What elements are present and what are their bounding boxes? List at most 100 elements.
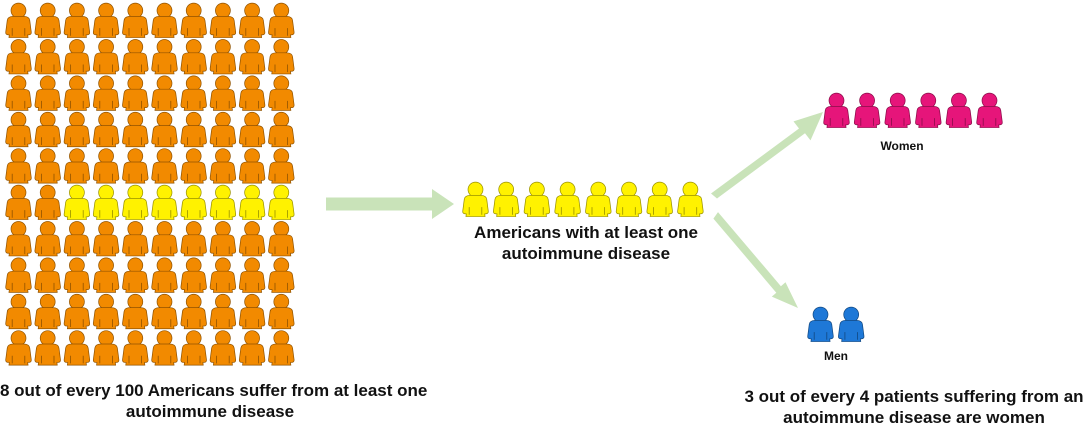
person-icon: [92, 111, 120, 148]
person-icon-affected: [677, 181, 704, 218]
person-icon: [34, 148, 61, 184]
man-icon: [837, 306, 865, 343]
person-icon: [92, 330, 120, 366]
person-icon: [5, 184, 32, 221]
woman-icon: [915, 92, 942, 129]
person-icon-affected: [151, 184, 178, 221]
person-icon: [5, 75, 32, 111]
person-icon: [63, 257, 91, 293]
person-icon: [63, 221, 91, 257]
person-icon: [238, 293, 266, 330]
person-icon: [180, 257, 207, 293]
person-icon: [5, 293, 32, 330]
person-icon: [122, 75, 149, 111]
person-icon: [238, 39, 266, 75]
woman-icon: [853, 92, 881, 129]
person-icon: [92, 221, 120, 257]
person-icon-affected: [238, 184, 266, 221]
person-icon: [238, 111, 266, 148]
person-icon: [151, 221, 178, 257]
person-icon: [209, 293, 237, 330]
person-icon-affected: [554, 181, 581, 218]
person-icon: [268, 221, 295, 257]
person-icon: [92, 39, 120, 75]
person-icon: [209, 2, 237, 39]
person-icon: [268, 2, 295, 39]
person-icon: [268, 148, 295, 184]
person-icon: [238, 75, 266, 111]
person-icon: [63, 330, 91, 366]
person-icon: [180, 330, 207, 366]
person-icon: [151, 293, 178, 330]
arrow-to-men: [713, 212, 798, 308]
person-icon: [238, 257, 266, 293]
woman-icon: [976, 92, 1003, 129]
person-icon: [34, 111, 61, 148]
affected-caption-line-1: Americans with at least one: [474, 223, 698, 242]
person-icon-affected: [585, 181, 612, 218]
man-icon: [807, 306, 834, 343]
person-icon: [209, 221, 237, 257]
woman-icon: [945, 92, 973, 129]
person-icon: [34, 257, 61, 293]
person-icon-affected: [462, 181, 489, 218]
women-label: Women: [880, 139, 924, 153]
person-icon: [209, 257, 237, 293]
person-icon-affected: [209, 184, 237, 221]
person-icon: [151, 2, 178, 39]
person-icon-affected: [492, 181, 520, 218]
person-icon: [63, 293, 91, 330]
affected-americans-row: [462, 181, 704, 218]
person-icon: [34, 330, 61, 366]
conclusion-caption-line-2: autoimmune disease are women: [783, 408, 1045, 427]
person-icon: [34, 221, 61, 257]
person-icon: [209, 111, 237, 148]
person-icon: [5, 111, 32, 148]
person-icon: [34, 75, 61, 111]
person-icon: [5, 257, 32, 293]
person-icon: [92, 2, 120, 39]
person-icon-affected: [92, 184, 120, 221]
woman-icon: [884, 92, 911, 129]
person-icon-affected: [615, 181, 643, 218]
person-icon: [209, 330, 237, 366]
affected-caption-line-2: autoimmune disease: [501, 244, 671, 263]
population-caption: 8 out of every 100 Americans suffer from…: [0, 380, 428, 422]
person-icon: [238, 2, 266, 39]
woman-icon: [823, 92, 850, 129]
men-label: Men: [824, 349, 848, 363]
person-icon: [268, 330, 295, 366]
population-grid: [5, 2, 295, 366]
person-icon: [180, 293, 207, 330]
person-icon: [151, 39, 178, 75]
person-icon-affected: [268, 184, 295, 221]
population-caption-line-2: autoimmune disease: [125, 402, 295, 421]
person-icon: [268, 257, 295, 293]
person-icon: [122, 330, 149, 366]
person-icon: [92, 75, 120, 111]
person-icon-affected: [180, 184, 207, 221]
person-icon: [238, 148, 266, 184]
person-icon: [92, 293, 120, 330]
arrow-to-women: [711, 112, 823, 199]
person-icon: [5, 2, 32, 39]
person-icon: [268, 111, 295, 148]
person-icon: [92, 148, 120, 184]
person-icon: [34, 293, 61, 330]
person-icon: [180, 39, 207, 75]
person-icon: [268, 75, 295, 111]
person-icon: [63, 148, 91, 184]
person-icon: [180, 2, 207, 39]
population-caption-line-1: 8 out of every 100 Americans suffer from…: [0, 381, 428, 400]
person-icon: [238, 330, 266, 366]
person-icon-affected: [523, 181, 551, 218]
person-icon: [63, 2, 91, 39]
person-icon: [34, 184, 61, 221]
person-icon: [180, 111, 207, 148]
person-icon-affected: [63, 184, 91, 221]
person-icon: [209, 39, 237, 75]
person-icon: [5, 221, 32, 257]
person-icon: [63, 39, 91, 75]
conclusion-caption-line-1: 3 out of every 4 patients suffering from…: [744, 387, 1084, 406]
